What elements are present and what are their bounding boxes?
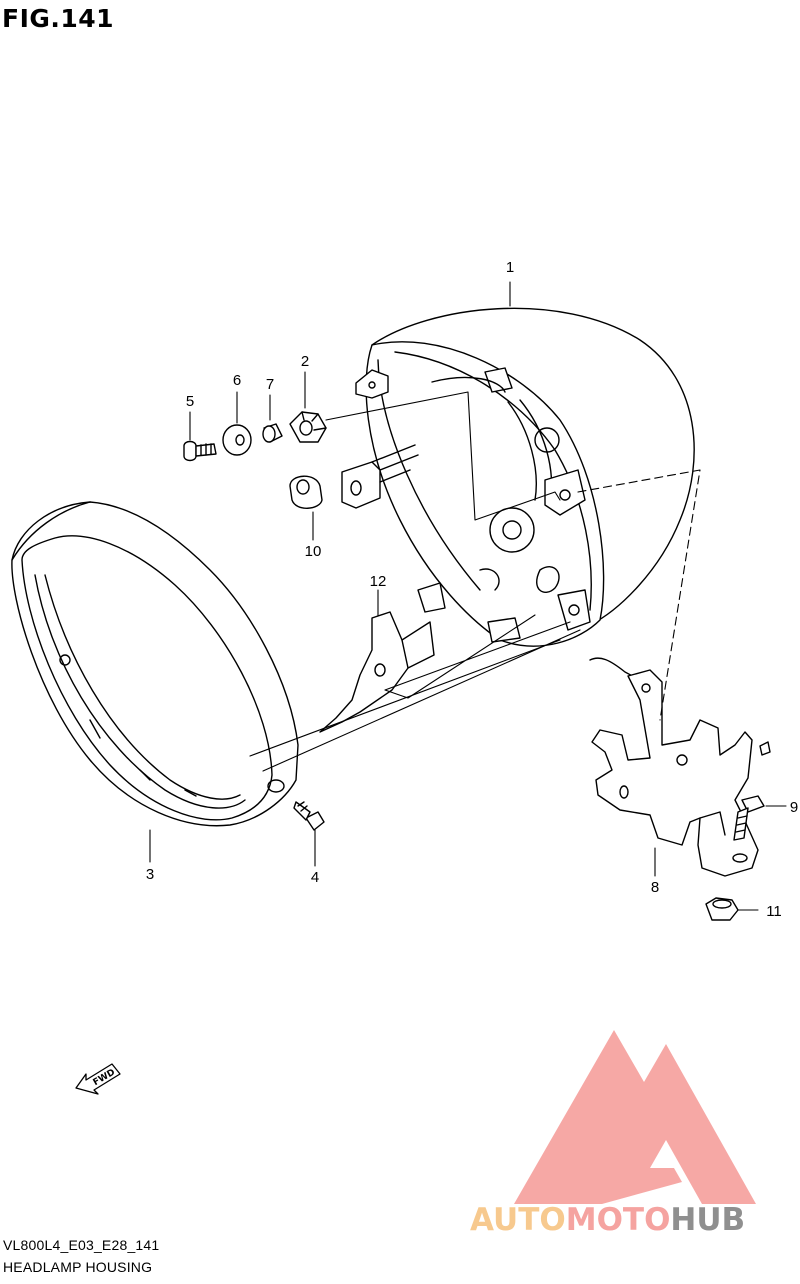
fwd-arrow-icon <box>75 1063 121 1095</box>
part-label-7: 7 <box>266 376 274 393</box>
part-3-headlamp-rim <box>11 501 299 827</box>
part-label-6: 6 <box>233 372 241 389</box>
part-label-12: 12 <box>370 573 387 590</box>
part-label-9: 9 <box>790 799 798 816</box>
part-6-washer <box>222 424 252 456</box>
figure-title: FIG.141 <box>2 4 115 33</box>
part-label-10: 10 <box>305 543 322 560</box>
part-12-bracket <box>319 611 435 733</box>
part-2-nut <box>289 411 327 443</box>
part-label-2: 2 <box>301 353 309 370</box>
part-4-screw <box>293 801 325 831</box>
part-8-mounting-stay <box>589 657 771 877</box>
drawing-code: VL800L4_E03_E28_141 <box>3 1237 160 1253</box>
part-label-5: 5 <box>186 393 194 410</box>
diagram-name: HEADLAMP HOUSING <box>3 1259 153 1275</box>
leader-lines <box>149 281 787 911</box>
part-5-screw <box>183 440 217 462</box>
part-7-collar <box>262 423 283 443</box>
part-label-11: 11 <box>766 903 782 920</box>
triangle-logo-icon <box>514 1030 756 1204</box>
part-1-headlamp-shell <box>341 307 695 647</box>
part-10-grommet <box>289 475 323 509</box>
automotohub-logo: AUTOMOTOHUB <box>470 1030 756 1238</box>
part-9-bolt <box>733 795 765 841</box>
part-label-4: 4 <box>311 869 319 886</box>
part-label-3: 3 <box>146 866 154 883</box>
part-label-8: 8 <box>651 879 659 896</box>
brand-auto: AUTOMOTOHUB <box>470 1202 745 1238</box>
part-11-nut <box>705 897 739 921</box>
part-label-1: 1 <box>506 259 514 276</box>
